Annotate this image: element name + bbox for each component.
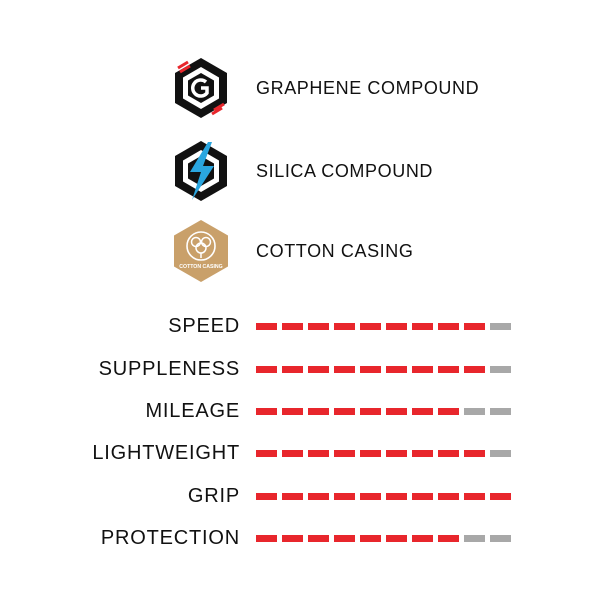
rating-segment-filled xyxy=(256,407,277,415)
feature-label: GRAPHENE COMPOUND xyxy=(256,77,480,98)
rating-segment-filled xyxy=(360,449,381,457)
rating-segment-filled xyxy=(412,365,433,373)
rating-segment-filled xyxy=(464,322,485,330)
rating-segment-filled xyxy=(438,534,459,542)
rating-segment-filled xyxy=(308,322,329,330)
rating-segment-filled xyxy=(360,322,381,330)
rating-segment-filled xyxy=(282,449,303,457)
rating-label: GRIP xyxy=(187,484,240,507)
rating-segment-filled xyxy=(360,492,381,500)
rating-bar xyxy=(256,365,511,373)
rating-segment-filled xyxy=(464,449,485,457)
rating-segment-empty xyxy=(490,407,511,415)
rating-segment-filled xyxy=(308,449,329,457)
rating-segment-filled xyxy=(282,322,303,330)
feature-label: SILICA COMPOUND xyxy=(256,160,434,181)
rating-segment-filled xyxy=(412,407,433,415)
rating-label: SUPPLENESS xyxy=(98,357,240,380)
rating-segment-filled xyxy=(386,365,407,373)
rating-segment-empty xyxy=(490,534,511,542)
rating-bar xyxy=(256,407,511,415)
rating-segment-filled xyxy=(386,449,407,457)
rating-segment-filled xyxy=(464,492,485,500)
rating-segment-filled xyxy=(256,492,277,500)
rating-bar xyxy=(256,492,511,500)
rating-segment-filled xyxy=(438,492,459,500)
rating-label: LIGHTWEIGHT xyxy=(92,441,240,464)
rating-segment-filled xyxy=(256,322,277,330)
rating-row-grip: GRIP xyxy=(0,481,600,511)
rating-segment-filled xyxy=(282,407,303,415)
rating-segment-filled xyxy=(308,492,329,500)
rating-label: PROTECTION xyxy=(100,526,240,549)
rating-segment-empty xyxy=(490,322,511,330)
rating-segment-filled xyxy=(464,365,485,373)
rating-segment-filled xyxy=(360,534,381,542)
rating-segment-filled xyxy=(334,407,355,415)
rating-segment-filled xyxy=(256,534,277,542)
rating-segment-filled xyxy=(438,322,459,330)
rating-segment-empty xyxy=(490,449,511,457)
rating-bar xyxy=(256,322,511,330)
rating-row-mileage: MILEAGE xyxy=(0,396,600,426)
feature-graphene: GRAPHENE COMPOUND xyxy=(168,55,568,121)
graphene-icon xyxy=(168,55,234,121)
rating-segment-filled xyxy=(334,365,355,373)
rating-segment-filled xyxy=(256,449,277,457)
feature-silica: SILICA COMPOUND xyxy=(168,138,568,204)
silica-icon xyxy=(168,138,234,204)
rating-segment-empty xyxy=(464,534,485,542)
rating-segment-filled xyxy=(282,534,303,542)
rating-row-lightweight: LIGHTWEIGHT xyxy=(0,438,600,468)
rating-segment-filled xyxy=(412,322,433,330)
rating-segment-filled xyxy=(334,322,355,330)
rating-segment-filled xyxy=(308,534,329,542)
rating-segment-filled xyxy=(438,365,459,373)
rating-segment-filled xyxy=(308,365,329,373)
rating-bar xyxy=(256,534,511,542)
rating-segment-filled xyxy=(282,492,303,500)
rating-label: SPEED xyxy=(168,314,240,337)
rating-segment-filled xyxy=(334,492,355,500)
rating-segment-filled xyxy=(386,407,407,415)
rating-segment-filled xyxy=(412,449,433,457)
feature-label: COTTON CASING xyxy=(256,240,414,261)
feature-cotton-casing: COTTON CASING COTTON CASING xyxy=(168,218,568,284)
cotton-casing-icon: COTTON CASING xyxy=(168,218,234,284)
rating-segment-filled xyxy=(360,365,381,373)
rating-segment-empty xyxy=(464,407,485,415)
rating-segment-filled xyxy=(386,534,407,542)
badge-text: COTTON CASING xyxy=(179,264,222,270)
rating-row-speed: SPEED xyxy=(0,311,600,341)
rating-segment-filled xyxy=(412,534,433,542)
rating-bar xyxy=(256,449,511,457)
rating-row-suppleness: SUPPLENESS xyxy=(0,354,600,384)
rating-segment-filled xyxy=(334,534,355,542)
rating-segment-filled xyxy=(490,492,511,500)
rating-segment-filled xyxy=(360,407,381,415)
rating-segment-filled xyxy=(386,492,407,500)
rating-segment-empty xyxy=(490,365,511,373)
rating-label: MILEAGE xyxy=(145,399,240,422)
rating-segment-filled xyxy=(412,492,433,500)
rating-segment-filled xyxy=(334,449,355,457)
rating-segment-filled xyxy=(438,407,459,415)
rating-segment-filled xyxy=(308,407,329,415)
rating-segment-filled xyxy=(386,322,407,330)
rating-segment-filled xyxy=(282,365,303,373)
rating-segment-filled xyxy=(438,449,459,457)
rating-row-protection: PROTECTION xyxy=(0,523,600,553)
rating-segment-filled xyxy=(256,365,277,373)
